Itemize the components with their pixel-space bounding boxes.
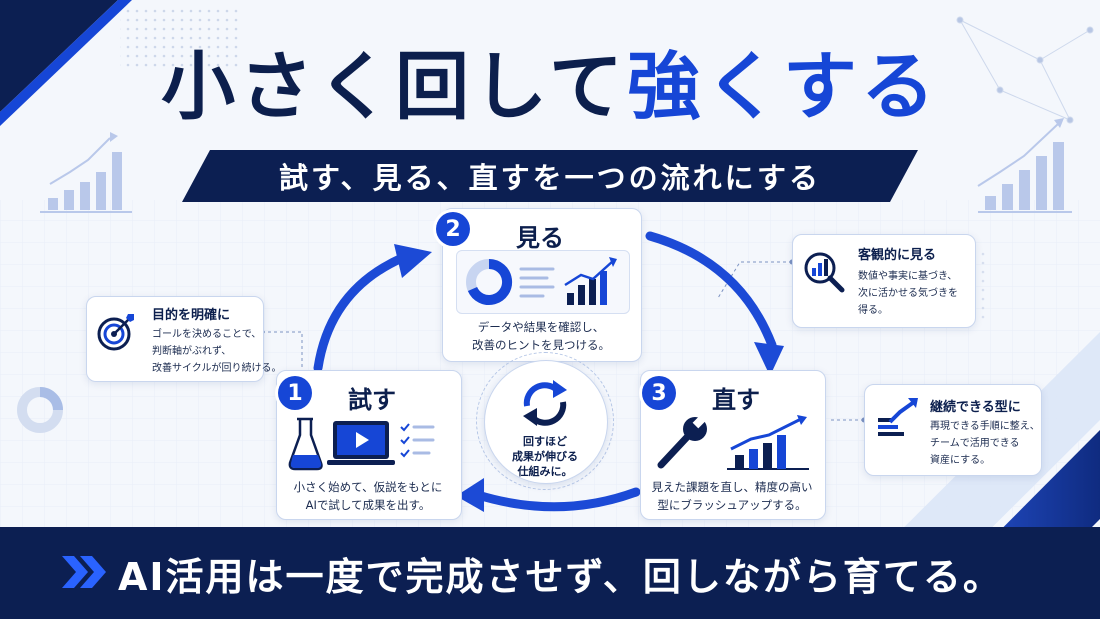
step-desc-try: 小さく始めて、仮説をもとに AIで試して成果を出す。	[293, 480, 443, 512]
growth-chart-icon	[727, 415, 809, 470]
magnifier-chart-icon	[804, 252, 845, 293]
bottom-band	[0, 527, 1100, 619]
center-ring	[476, 352, 614, 490]
step-badge-3: 3	[642, 376, 676, 410]
side-card-purpose	[86, 296, 264, 382]
side-desc-purpose: ゴールを決めることで、 判断軸がぶれず、 改善サイクルが回り続ける。	[152, 329, 282, 374]
list-lines-icon	[519, 267, 555, 298]
subtitle-band	[182, 150, 918, 202]
center-caption: 回すほど 成果が伸びる 仕組みに。	[512, 435, 578, 478]
step-fix-visual	[650, 412, 816, 476]
donut-chart-icon	[466, 258, 513, 305]
step-title-see: 見る	[516, 224, 564, 252]
side-title-purpose: 目的を明確に	[152, 308, 231, 323]
step-desc-see: データや結果を確認し、 改善のヒントを見つける。	[472, 320, 610, 352]
growth-steps-icon	[878, 398, 918, 436]
experiment-illustration	[288, 417, 435, 471]
wrench-icon	[657, 415, 707, 469]
analytics-illustration	[466, 257, 617, 305]
checklist-icon	[400, 423, 435, 458]
side-desc-objective: 数値や事実に基づき、 次に活かせる気づきを 得る。	[858, 271, 958, 316]
side-card-continuity	[864, 384, 1042, 476]
laptop-video-icon	[327, 421, 395, 465]
main-title-part1: 小さく回して	[161, 44, 627, 130]
target-icon	[97, 314, 134, 351]
main-title: 小さく回して強くする	[0, 50, 1100, 124]
step-title-fix: 直す	[712, 386, 760, 414]
bottom-message: AI活用は一度で完成させず、回しながら育てる。	[118, 554, 1003, 599]
subtitle: 試す、見る、直すを一つの流れにする	[279, 161, 821, 195]
improvement-illustration	[657, 415, 809, 470]
refresh-cycle-icon	[523, 380, 567, 426]
step-see-visual	[456, 250, 630, 314]
bar-chart-icon	[564, 257, 617, 305]
step-badge-2: 2	[436, 212, 470, 246]
side-title-objective: 客観的に見る	[858, 248, 937, 263]
double-chevron-icon	[62, 556, 106, 588]
step-badge-1: 1	[278, 376, 312, 410]
side-title-continuity: 継続できる型に	[930, 400, 1021, 415]
side-desc-continuity: 再現できる手順に整え、 チームで活用できる 資産にする。	[930, 421, 1040, 466]
flask-icon	[288, 417, 323, 471]
step-title-try: 試す	[348, 386, 396, 414]
step-try-visual	[286, 412, 452, 476]
main-title-accent: 強くする	[626, 44, 939, 130]
step-desc-fix: 見えた課題を直し、精度の高い 型にブラッシュアップする。	[651, 480, 813, 512]
